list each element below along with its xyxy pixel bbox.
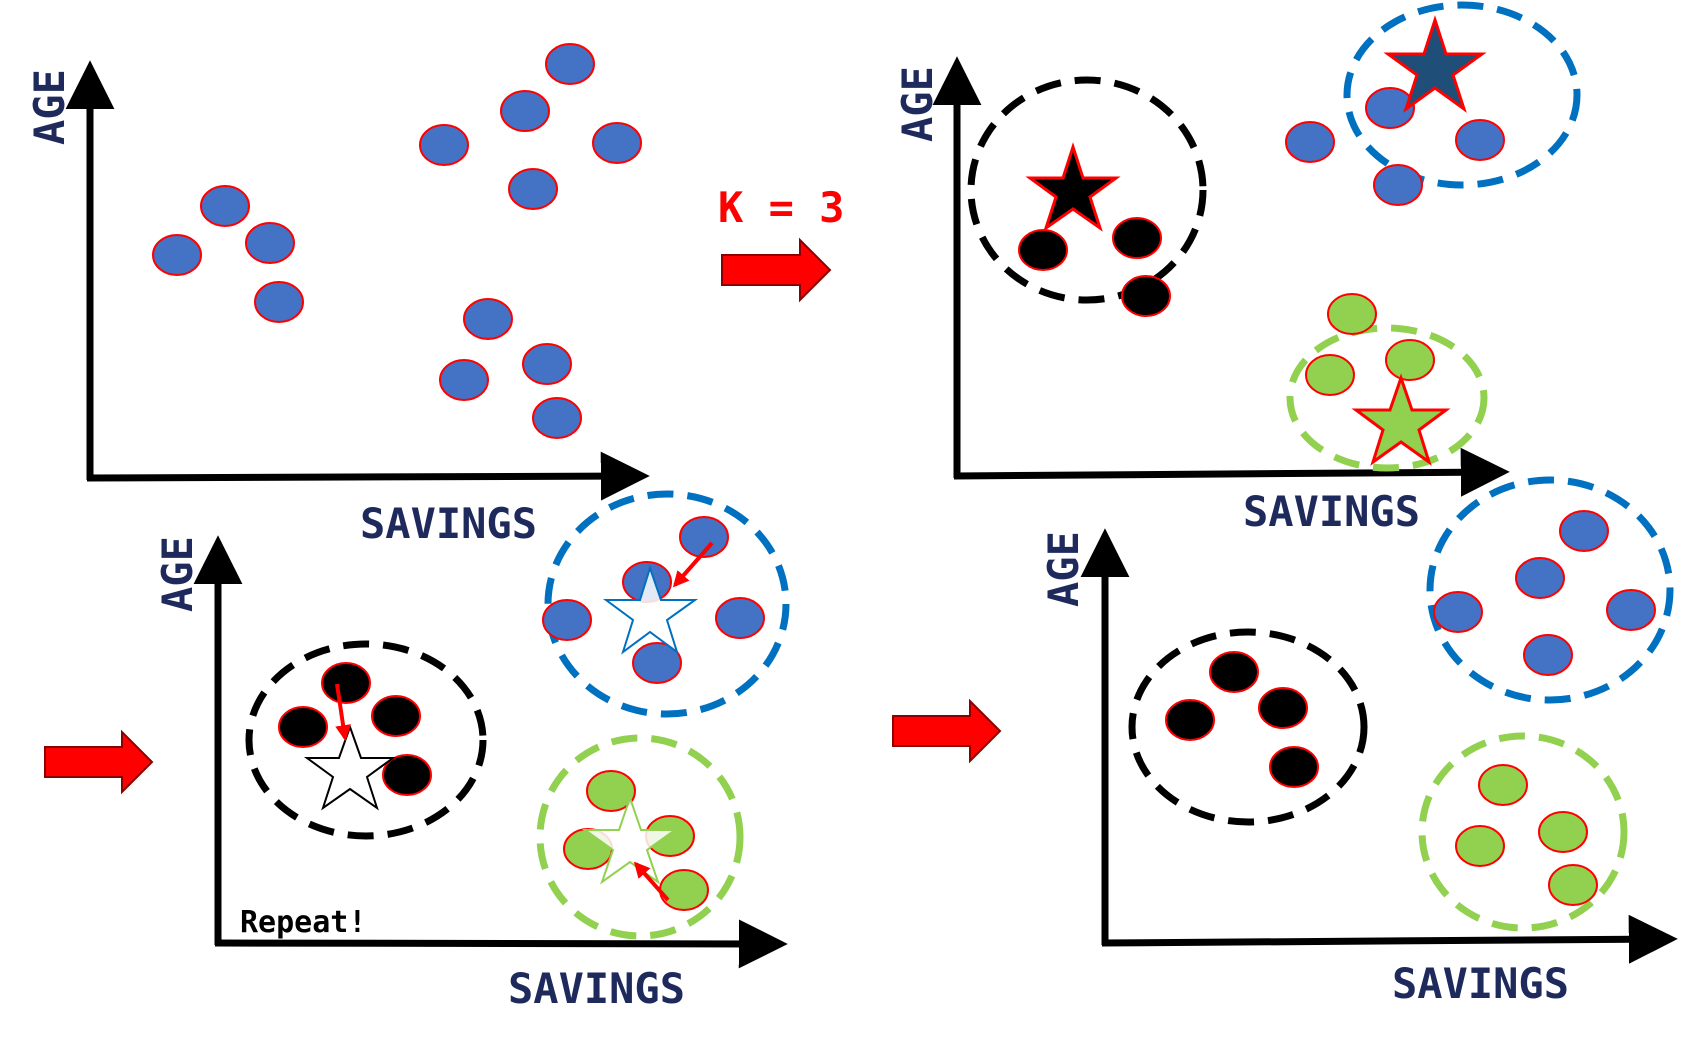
cluster-boundary-green xyxy=(536,734,744,940)
savings-label: SAVINGS xyxy=(360,499,537,548)
x-axis xyxy=(86,451,650,501)
right-arrow-icon xyxy=(721,237,832,303)
centroid-star-outline-green-icon xyxy=(581,794,679,885)
data-point-blue xyxy=(1523,634,1573,676)
data-point xyxy=(419,124,469,166)
data-point-green xyxy=(659,869,709,911)
data-point-black xyxy=(1165,699,1215,741)
age-label: AGE xyxy=(25,69,74,145)
data-point-blue xyxy=(1606,589,1656,631)
data-point-blue xyxy=(1559,510,1609,552)
k-value-label: K = 3 xyxy=(718,183,844,232)
data-point xyxy=(245,222,295,264)
cluster-boundary-blue xyxy=(1426,476,1674,704)
savings-label: SAVINGS xyxy=(1392,959,1569,1008)
data-point-blue xyxy=(632,642,682,684)
data-point xyxy=(522,343,572,385)
data-point xyxy=(500,90,550,132)
data-point-blue xyxy=(1285,121,1335,163)
data-point-green xyxy=(1385,339,1435,381)
data-point-black xyxy=(1209,651,1259,693)
centroid-star-outline-black-icon xyxy=(303,724,397,811)
cluster-boundary-blue xyxy=(544,490,790,718)
centroid-star-green-icon xyxy=(1351,373,1451,466)
centroid-move-arrow xyxy=(335,683,352,742)
data-point-blue xyxy=(679,516,729,558)
data-point-blue xyxy=(715,597,765,639)
centroid-move-arrow xyxy=(633,861,670,902)
x-axis xyxy=(953,447,1510,497)
data-point-black xyxy=(321,662,371,704)
data-point-blue xyxy=(1365,87,1415,129)
data-point xyxy=(152,234,202,276)
savings-label: SAVINGS xyxy=(1243,487,1420,536)
centroid-star-outline-blue-icon xyxy=(602,564,699,655)
data-point-black xyxy=(382,754,432,796)
data-point-black xyxy=(1269,746,1319,788)
cluster-boundary-blue xyxy=(1343,1,1581,189)
data-point-black xyxy=(1121,275,1171,317)
repeat-label: Repeat! xyxy=(240,905,366,940)
savings-label: SAVINGS xyxy=(508,964,685,1013)
right-arrow-icon xyxy=(44,729,154,795)
data-point xyxy=(200,185,250,227)
age-label: AGE xyxy=(893,66,942,142)
data-points xyxy=(152,43,642,439)
data-point-green xyxy=(1327,293,1377,335)
data-point-green xyxy=(1305,354,1355,396)
x-axis xyxy=(214,919,788,969)
age-label: AGE xyxy=(1039,531,1088,607)
data-point-black xyxy=(278,706,328,748)
data-point-black xyxy=(1018,229,1068,271)
cluster-boundary-green xyxy=(1418,732,1628,932)
data-point-black xyxy=(1258,687,1308,729)
cluster-boundary-green xyxy=(1286,324,1488,472)
panel-initial-centroids: AGE SAVINGS xyxy=(893,1,1581,536)
data-point-green xyxy=(1538,811,1588,853)
data-point xyxy=(508,168,558,210)
cluster-boundary-black xyxy=(245,640,487,840)
data-point xyxy=(592,122,642,164)
data-point-blue xyxy=(542,599,592,641)
age-label: AGE xyxy=(153,536,202,612)
data-point xyxy=(439,359,489,401)
data-point-blue xyxy=(1455,119,1505,161)
x-axis xyxy=(1101,914,1678,964)
data-point-black xyxy=(1112,217,1162,259)
data-point-green xyxy=(1455,825,1505,867)
data-point-green xyxy=(1478,764,1528,806)
data-point xyxy=(463,298,513,340)
right-arrow-icon xyxy=(892,698,1002,764)
data-point-blue xyxy=(1515,557,1565,599)
panel-raw-data: AGE SAVINGS xyxy=(25,43,650,548)
data-point-blue xyxy=(1373,164,1423,206)
centroid-star-black-icon xyxy=(1025,142,1121,232)
data-point-green xyxy=(586,770,636,812)
panel-final-clusters: AGE SAVINGS xyxy=(1039,476,1678,1008)
panel-reassign-repeat: AGE SAVINGS Repeat! xyxy=(153,490,790,1013)
cluster-boundary-black xyxy=(1128,628,1368,826)
cluster-boundary-black xyxy=(967,76,1207,304)
data-point-blue xyxy=(1433,591,1483,633)
data-point xyxy=(545,43,595,85)
data-point xyxy=(254,281,304,323)
centroid-move-arrow xyxy=(672,541,714,588)
data-point-green xyxy=(1548,864,1598,906)
data-point xyxy=(532,397,582,439)
data-point-black xyxy=(371,695,421,737)
centroid-star-blue-icon xyxy=(1383,15,1487,113)
